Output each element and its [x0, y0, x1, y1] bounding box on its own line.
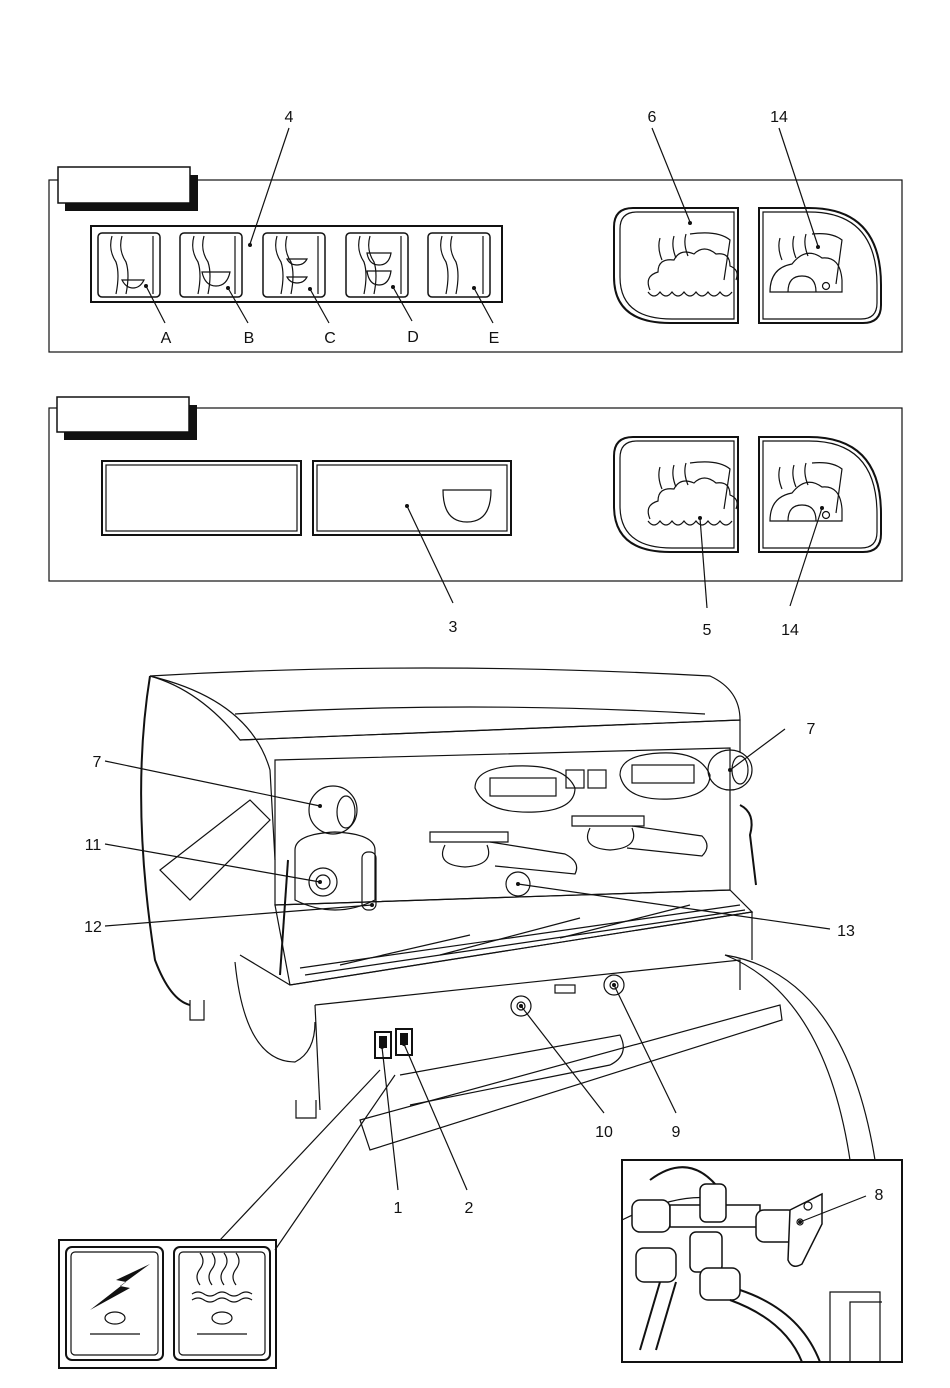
callout-1: 1 — [394, 1200, 403, 1217]
heat-wave-icon — [197, 1253, 203, 1285]
espresso-machine: 7 11 12 7 13 1 2 10 9 — [84, 668, 855, 1217]
steam-icon — [648, 478, 737, 519]
dose-button-b[interactable] — [180, 233, 242, 297]
label-c: C — [324, 330, 336, 347]
steam-button-top[interactable] — [614, 208, 738, 323]
steam-wand-left[interactable] — [280, 860, 288, 975]
dose-button-c[interactable] — [263, 233, 325, 297]
steam-button-bottom[interactable] — [614, 437, 738, 552]
callout-13: 13 — [837, 923, 855, 940]
power-switch-detail[interactable] — [66, 1247, 163, 1360]
panel-tab — [58, 167, 190, 203]
bottom-control-panel: 3 5 14 — [49, 397, 902, 639]
label-e: E — [489, 330, 500, 347]
callout-14-top: 14 — [770, 109, 788, 126]
callout-7-right: 7 — [807, 721, 816, 738]
panel-tab — [57, 397, 189, 432]
dose-button-d[interactable] — [346, 233, 408, 297]
callout-4: 4 — [285, 109, 294, 126]
drip-tray-grill — [300, 905, 745, 975]
steam-wand[interactable] — [740, 805, 756, 885]
callout-5: 5 — [703, 622, 712, 639]
portafilter-right[interactable] — [588, 828, 634, 850]
blank-button[interactable] — [102, 461, 301, 535]
lightning-icon — [90, 1264, 150, 1310]
callout-7-left: 7 — [93, 754, 102, 771]
label-a: A — [161, 330, 172, 347]
callout-12: 12 — [84, 919, 102, 936]
label-b: B — [244, 330, 255, 347]
dose-button-e[interactable] — [428, 233, 490, 297]
dose-button-a[interactable] — [98, 233, 160, 297]
hot-water-button-top[interactable] — [759, 208, 881, 323]
steam-icon — [648, 249, 737, 290]
hot-water-icon — [770, 482, 842, 521]
switch-detail-inset — [59, 1070, 395, 1368]
label-d: D — [407, 329, 419, 346]
top-control-panel: 4 6 14 A B C D E — [49, 109, 902, 352]
callout-10: 10 — [595, 1124, 613, 1141]
hot-water-button-bottom[interactable] — [759, 437, 881, 552]
heating-switch-detail[interactable] — [174, 1247, 270, 1360]
callout-3: 3 — [449, 619, 458, 636]
cup-icon — [443, 490, 491, 522]
valve-lever[interactable] — [788, 1194, 822, 1266]
callout-14-bottom: 14 — [781, 622, 799, 639]
steam-knob-left[interactable] — [309, 786, 357, 834]
callout-6: 6 — [648, 109, 657, 126]
callout-11: 11 — [85, 837, 102, 854]
portafilter-left[interactable] — [443, 845, 489, 867]
valve-assembly — [632, 1184, 882, 1362]
callout-9: 9 — [672, 1124, 681, 1141]
mini-keypad[interactable] — [588, 770, 606, 788]
hot-water-icon — [770, 253, 842, 292]
pressure-gauge — [295, 832, 376, 910]
callout-2: 2 — [465, 1200, 474, 1217]
valve-detail-inset: 8 — [622, 955, 902, 1362]
callout-8: 8 — [875, 1187, 884, 1204]
coffee-button[interactable] — [313, 461, 511, 535]
